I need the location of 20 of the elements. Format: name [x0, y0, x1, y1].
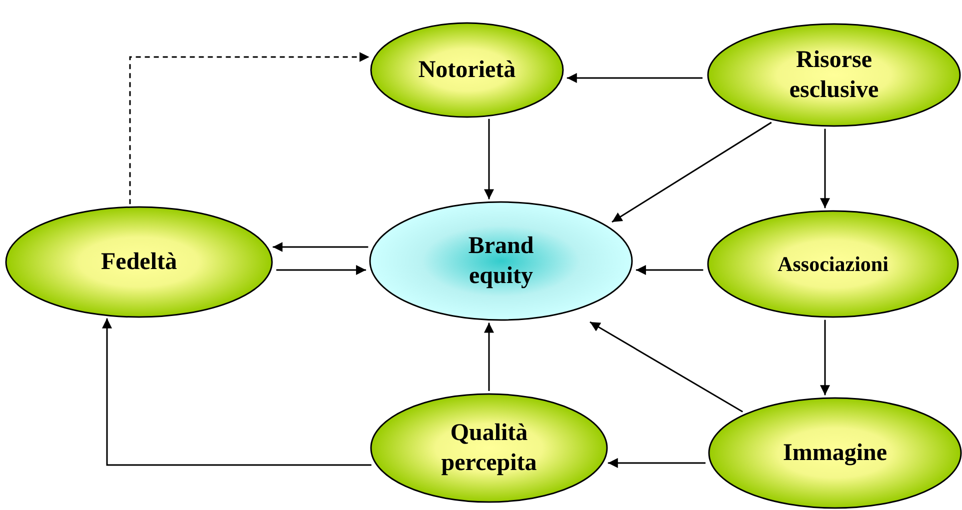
arrow: [820, 320, 830, 396]
arrow: [608, 458, 706, 468]
node-label: Brand equity: [467, 232, 535, 291]
arrow: [590, 321, 743, 412]
arrow: [484, 322, 494, 391]
arrow: [636, 265, 704, 275]
node-label: Associazioni: [778, 250, 888, 278]
node-label: Fedeltà: [101, 248, 177, 277]
arrow: [102, 318, 372, 466]
arrow: [276, 265, 366, 275]
node-label: Immagine: [783, 439, 887, 468]
node-label: Notorietà: [418, 56, 516, 85]
node-label: Risorse esclusive: [788, 46, 880, 105]
arrow: [484, 118, 494, 200]
arrow: [272, 242, 368, 252]
arrow: [612, 122, 772, 223]
node-label: Qualità percepita: [440, 419, 538, 478]
arrow: [129, 52, 370, 204]
arrow: [566, 73, 703, 83]
arrow: [820, 128, 830, 208]
